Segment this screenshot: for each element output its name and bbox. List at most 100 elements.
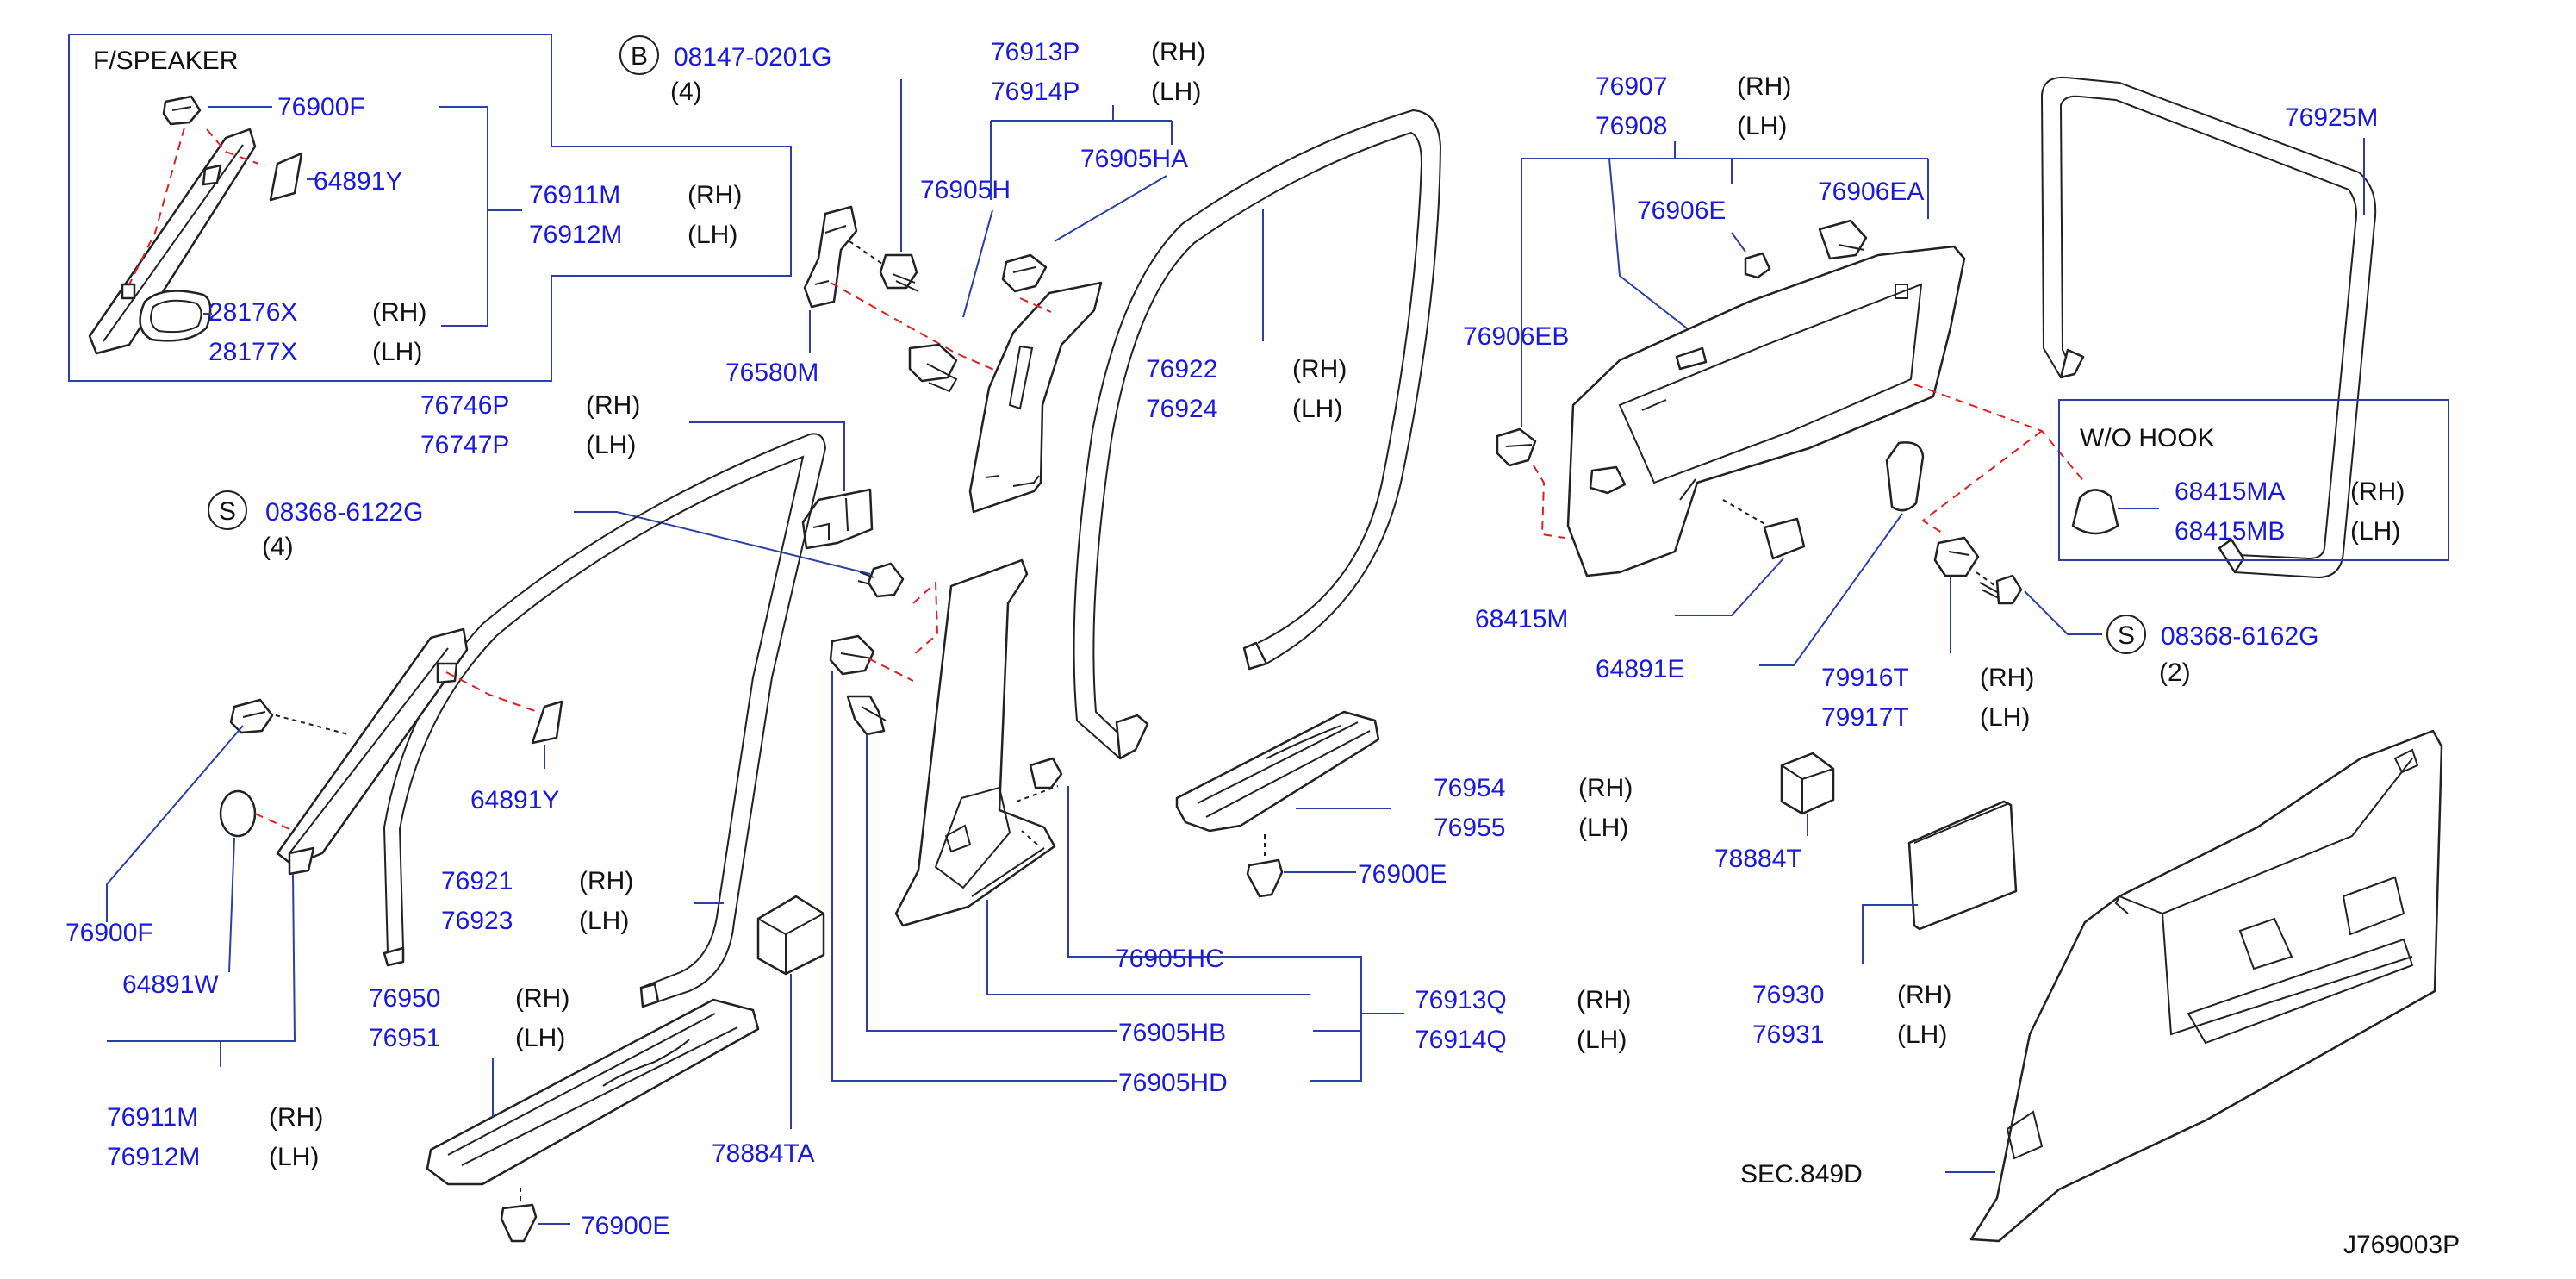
part-68415MB[interactable]: 68415MB — [2175, 517, 2285, 546]
part-76906E[interactable]: 76906E — [1637, 197, 1726, 225]
part-76912M-top[interactable]: 76912M — [529, 221, 622, 249]
part-76924[interactable]: 76924 — [1146, 395, 1217, 423]
part-08147-0201G[interactable]: 08147-0201G — [674, 43, 832, 72]
kicking-plate-76954-icon — [1175, 710, 1380, 833]
side-rh-76930: (RH) — [1897, 981, 1951, 1009]
part-76914P[interactable]: 76914P — [991, 78, 1080, 106]
part-76900E-mid[interactable]: 76900E — [1358, 860, 1447, 889]
part-76911M-top[interactable]: 76911M — [529, 181, 620, 209]
clip-76905HD-icon — [829, 634, 875, 676]
part-76913P[interactable]: 76913P — [991, 38, 1080, 66]
part-76905HA[interactable]: 76905HA — [1080, 145, 1188, 173]
side-lh-28177X: (LH) — [372, 338, 422, 366]
wo-hook-box — [2058, 399, 2449, 561]
tape-64891E-icon — [1885, 441, 1925, 512]
part-76900F-top[interactable]: 76900F — [277, 93, 365, 122]
part-76746P[interactable]: 76746P — [420, 391, 509, 420]
part-76905HB[interactable]: 76905HB — [1118, 1019, 1226, 1047]
part-76906EA[interactable]: 76906EA — [1818, 178, 1924, 206]
part-76931[interactable]: 76931 — [1752, 1020, 1824, 1049]
clip-76906EB-icon — [1496, 427, 1537, 467]
pad-78884T-icon — [1780, 752, 1835, 815]
f-speaker-title: F/SPEAKER — [93, 47, 238, 75]
side-lh-76931: (LH) — [1897, 1020, 1947, 1049]
s-circle-a-icon — [2106, 615, 2146, 654]
sec-849D[interactable]: SEC.849D — [1740, 1160, 1863, 1189]
part-28177X[interactable]: 28177X — [208, 338, 297, 366]
part-76911M-bot[interactable]: 76911M — [107, 1103, 198, 1132]
part-64891Y-top[interactable]: 64891Y — [314, 167, 402, 196]
part-76905H[interactable]: 76905H — [920, 176, 1011, 204]
pad-76930-icon — [1907, 800, 2018, 931]
rear-quarter-trim-upper-icon — [1566, 245, 1966, 577]
weatherstrip-76922-icon — [1073, 109, 1442, 760]
side-lh-76914P: (LH) — [1151, 78, 1201, 106]
b-circle-icon — [619, 35, 659, 75]
qty-4-b: (4) — [262, 533, 294, 561]
part-08368-6162G[interactable]: 08368-6162G — [2161, 622, 2319, 651]
part-64891W[interactable]: 64891W — [122, 970, 219, 999]
clip-76900E-bottom-icon — [500, 1203, 538, 1243]
part-76912M-bot[interactable]: 76912M — [107, 1143, 200, 1171]
part-28176X[interactable]: 28176X — [208, 298, 297, 327]
diagram-id: J769003P — [2343, 1231, 2460, 1259]
part-76905HC[interactable]: 76905HC — [1115, 945, 1224, 973]
part-64891Y-mid[interactable]: 64891Y — [470, 786, 559, 814]
part-68415MA[interactable]: 68415MA — [2175, 477, 2285, 506]
part-76930[interactable]: 76930 — [1752, 981, 1824, 1009]
part-76905HD[interactable]: 76905HD — [1118, 1069, 1228, 1097]
part-08368-6122G[interactable]: 08368-6122G — [265, 498, 424, 527]
side-lh-76912M-bot: (LH) — [269, 1143, 319, 1171]
kicking-plate-76950-icon — [426, 998, 760, 1186]
part-76747P[interactable]: 76747P — [420, 431, 509, 459]
clip-76906EA-icon — [1818, 219, 1868, 260]
side-lh-68415MB: (LH) — [2350, 517, 2400, 546]
part-79917T[interactable]: 79917T — [1821, 703, 1909, 732]
rear-quarter-trim-lower-icon — [1969, 729, 2443, 1243]
part-76922[interactable]: 76922 — [1146, 355, 1217, 384]
pad-78884TA-icon — [756, 895, 825, 976]
part-76923[interactable]: 76923 — [441, 907, 513, 935]
b-circle-letter: B — [631, 42, 648, 71]
side-rh-68415MA: (RH) — [2350, 477, 2405, 506]
part-76951[interactable]: 76951 — [369, 1024, 440, 1052]
a-pillar-garnish-small-icon — [88, 128, 257, 355]
side-lh-76924: (LH) — [1292, 395, 1342, 423]
part-78884TA[interactable]: 78884TA — [712, 1139, 815, 1168]
side-lh-76912M-top: (LH) — [688, 221, 737, 249]
side-rh-76907: (RH) — [1737, 72, 1791, 101]
clip-76905HB-icon — [846, 695, 887, 736]
side-lh-76747P: (LH) — [586, 431, 636, 459]
part-76925M[interactable]: 76925M — [2285, 103, 2378, 132]
part-76900E-bottom[interactable]: 76900E — [581, 1212, 669, 1240]
part-76580M[interactable]: 76580M — [725, 359, 818, 387]
side-rh-76911M-bot: (RH) — [269, 1103, 323, 1132]
part-76914Q[interactable]: 76914Q — [1415, 1026, 1507, 1054]
part-64891E[interactable]: 64891E — [1596, 655, 1684, 683]
part-78884T[interactable]: 78884T — [1714, 845, 1802, 873]
part-79916T[interactable]: 79916T — [1821, 664, 1909, 692]
s-circle-a-letter: S — [2118, 621, 2135, 650]
cap-68415MA-icon — [2071, 489, 2119, 535]
part-76921[interactable]: 76921 — [441, 867, 513, 895]
part-76913Q[interactable]: 76913Q — [1415, 986, 1507, 1014]
side-lh-76914Q: (LH) — [1577, 1026, 1627, 1054]
part-76908[interactable]: 76908 — [1596, 112, 1667, 140]
part-76955[interactable]: 76955 — [1434, 814, 1505, 842]
side-rh-76913P: (RH) — [1151, 38, 1205, 66]
clip-76906E-icon — [1744, 252, 1771, 279]
hook-79916T-icon — [1933, 536, 1980, 577]
part-76907[interactable]: 76907 — [1596, 72, 1667, 101]
part-76950[interactable]: 76950 — [369, 984, 440, 1013]
part-76954[interactable]: 76954 — [1434, 774, 1505, 802]
side-lh-76908: (LH) — [1737, 112, 1787, 140]
b-pillar-upper-garnish-icon — [968, 281, 1103, 514]
side-rh-76913Q: (RH) — [1577, 986, 1631, 1014]
part-76906EB[interactable]: 76906EB — [1463, 322, 1569, 351]
bracket-76746P-icon — [801, 488, 874, 550]
screw-08368-6162G-icon — [1979, 574, 2023, 605]
part-68415M[interactable]: 68415M — [1475, 605, 1568, 633]
clip-76900F-top-icon — [162, 95, 202, 126]
part-76900F-mid[interactable]: 76900F — [65, 919, 153, 947]
side-lh-76923: (LH) — [579, 907, 629, 935]
